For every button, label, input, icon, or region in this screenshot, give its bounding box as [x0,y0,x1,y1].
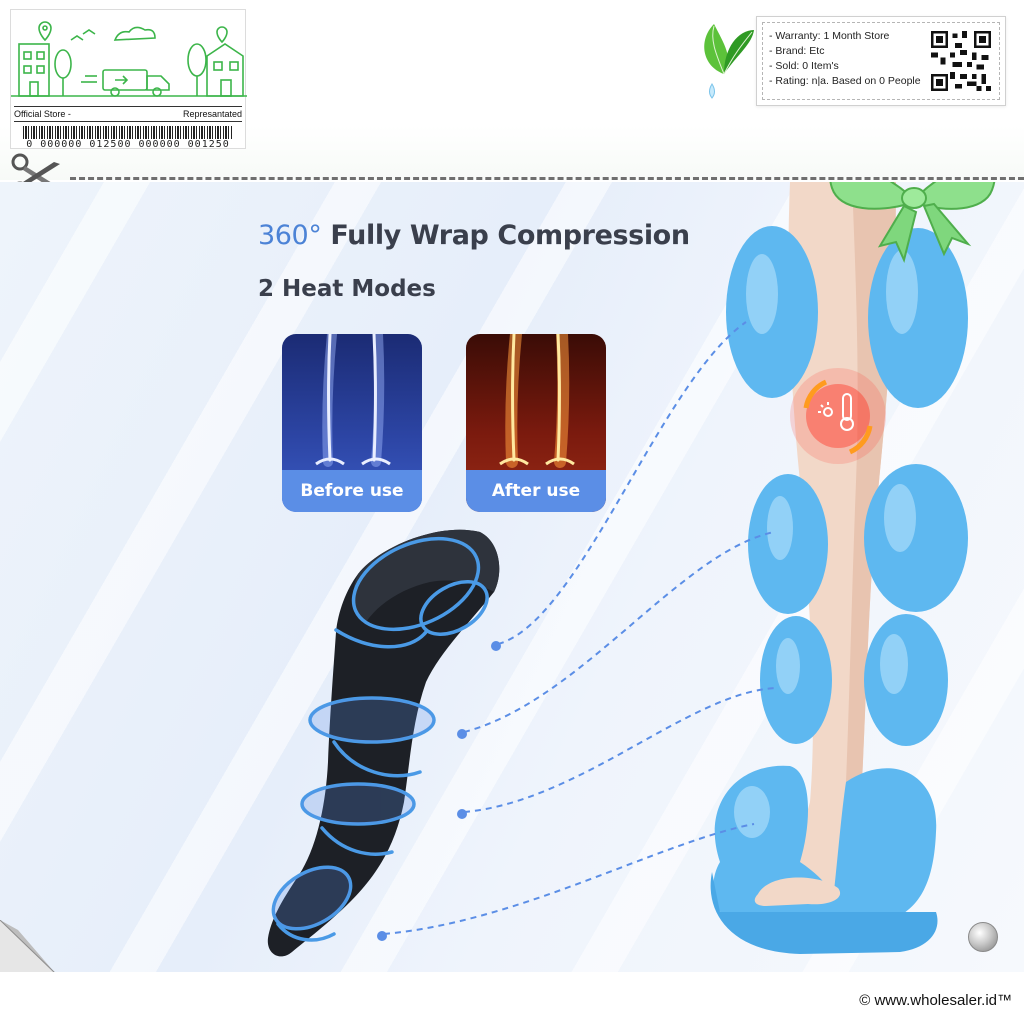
legs-xray-warm-icon [499,334,575,468]
product-illustration [267,182,996,957]
footer: © www.wholesaler.id™ [0,972,1024,1024]
product-info-list: - Warranty: 1 Month Store - Brand: Etc -… [769,29,921,89]
info-card-dashed-border: - Warranty: 1 Month Store - Brand: Etc -… [762,22,1000,100]
leaf-icon [704,24,754,99]
before-use-card: Before use [282,334,422,512]
heat-thermometer-icon [790,368,886,464]
page-header: Official Store - Represantated 0 000000 … [0,0,1024,199]
page-curl-icon[interactable] [0,920,56,974]
product-info-card: - Warranty: 1 Month Store - Brand: Etc -… [756,16,1006,106]
foot-airbag-boot [710,765,938,954]
copyright-text: © www.wholesaler.id™ [859,992,1012,1009]
barcode-number: 0 000000 012500 000000 001250 [26,139,230,150]
thigh-airbags [726,226,968,408]
callout-dots [377,641,501,941]
cut-line-divider [70,177,1024,180]
after-use-card: After use [466,334,606,512]
barcode [23,126,233,139]
sold-info: - Sold: 0 Item's [769,60,839,72]
warranty-info: - Warranty: 1 Month Store [769,30,890,42]
next-image-button[interactable] [968,922,998,952]
official-store-label: Official Store - [14,109,71,119]
represented-label: Represantated [182,109,242,119]
store-card: Official Store - Represantated 0 000000 … [10,9,247,150]
brand-info: - Brand: Etc [769,45,825,57]
subline-heat-modes: 2 Heat Modes [258,276,436,302]
before-use-label: Before use [282,470,422,512]
product-image-panel: 360° Fully Wrap Compression 2 Heat Modes… [0,182,1024,972]
headline-compression: 360° Fully Wrap Compression [258,220,690,251]
headline-text: Fully Wrap Compression [321,220,690,251]
green-bow-ribbon [829,182,996,264]
callout-lines [383,321,777,935]
qr-code-icon[interactable] [931,31,991,91]
calf-airbags [748,464,968,746]
after-use-label: After use [466,470,606,512]
rating-info: - Rating: n|a. Based on 0 People [769,75,921,87]
store-labels: Official Store - Represantated [14,106,242,122]
city-delivery-illustration [11,21,247,97]
compression-sleeve [267,529,500,957]
legs-xray-cold-icon [315,334,391,467]
headline-degree: 360° [258,220,322,251]
